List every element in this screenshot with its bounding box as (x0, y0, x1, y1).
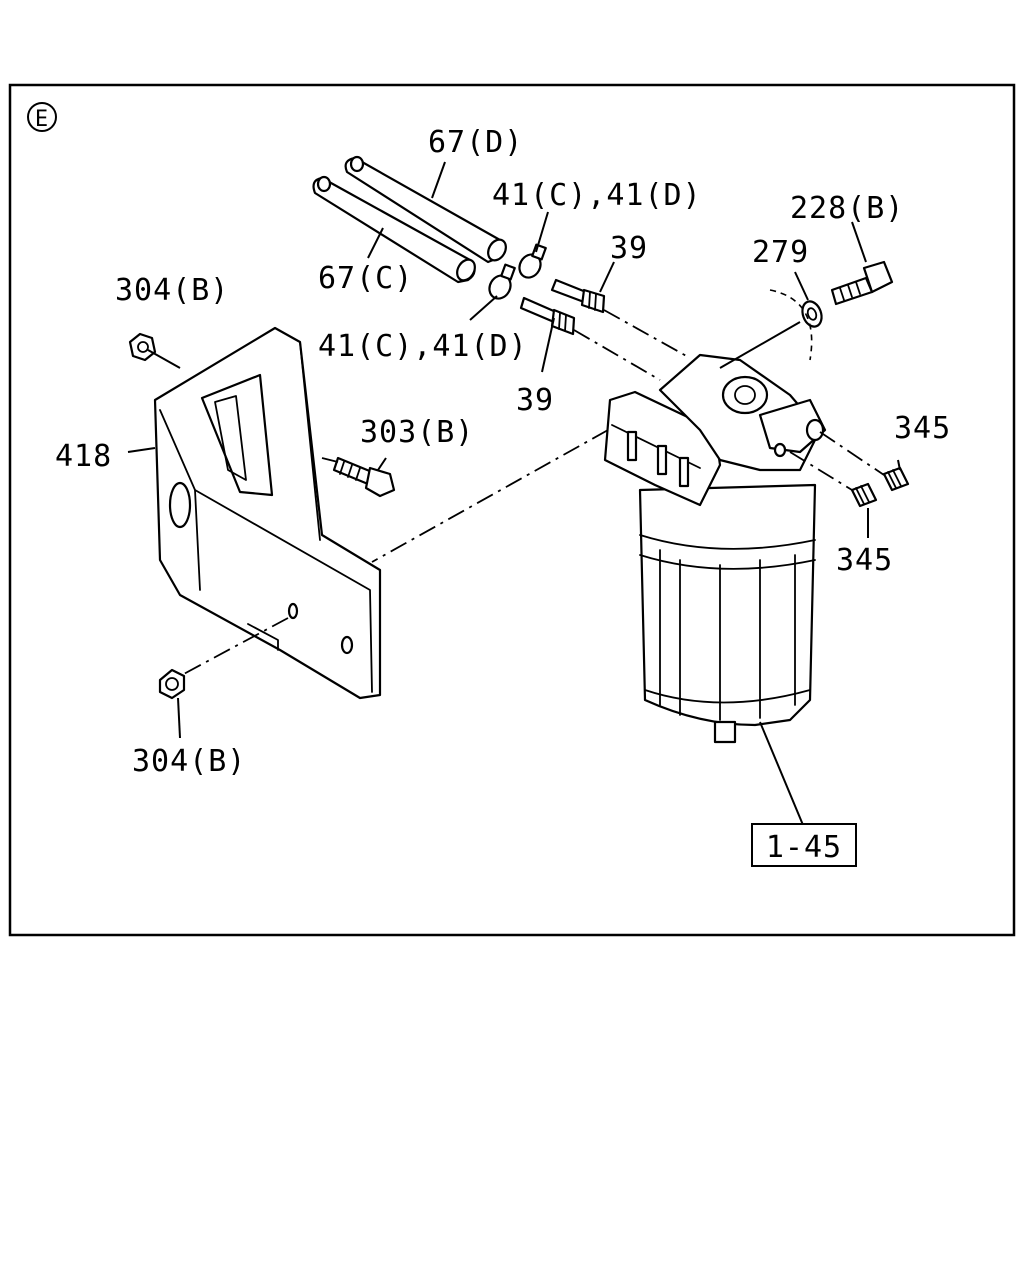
bolt-303b[interactable] (332, 456, 396, 498)
clamp-bottom[interactable] (485, 263, 516, 303)
label-nut-304b-top: 304(B) (115, 273, 229, 308)
leader-lines (127, 161, 901, 826)
plug-345-top[interactable] (882, 466, 910, 492)
label-bolt-303b: 303(B) (360, 415, 474, 450)
fitting-top[interactable] (550, 278, 606, 314)
label-washer-279: 279 (752, 235, 809, 270)
part-labels: 67(D) 67(C) 41(C),41(D) 41(C),41(D) 39 3… (55, 125, 951, 779)
plug-345-bottom[interactable] (850, 482, 878, 508)
label-bracket-418: 418 (55, 439, 112, 474)
diagram-frame (8, 83, 1016, 937)
label-fitting-bottom: 39 (516, 383, 554, 418)
bolt-228b[interactable] (830, 260, 894, 306)
label-nut-304b-bottom: 304(B) (132, 744, 246, 779)
assembly-lines (179, 309, 885, 677)
clamp-top[interactable] (515, 243, 547, 282)
label-plug-345-bottom: 345 (836, 543, 893, 578)
section-marker-text: E (35, 107, 49, 132)
nut-304b-bottom[interactable] (158, 668, 186, 700)
washer-279[interactable] (799, 299, 825, 330)
label-filter-ref: 1-45 (766, 830, 842, 865)
fitting-bottom[interactable] (519, 296, 576, 336)
fuel-filter-1-45[interactable] (603, 289, 827, 744)
label-clamp-bottom: 41(C),41(D) (318, 329, 528, 364)
label-bolt-228b: 228(B) (790, 191, 904, 226)
bracket-418[interactable] (153, 326, 382, 700)
label-clamp-top: 41(C),41(D) (492, 178, 702, 213)
hose-67c[interactable] (312, 175, 479, 284)
label-plug-345-top: 345 (894, 411, 951, 446)
label-fitting-top: 39 (610, 231, 648, 266)
hose-67d[interactable] (344, 155, 510, 264)
nut-304b-top[interactable] (128, 332, 157, 362)
filter-ref-box[interactable]: 1-45 (751, 823, 857, 867)
label-hose-d: 67(D) (428, 125, 523, 160)
label-hose-c: 67(C) (318, 261, 413, 296)
section-marker: E (27, 102, 57, 132)
